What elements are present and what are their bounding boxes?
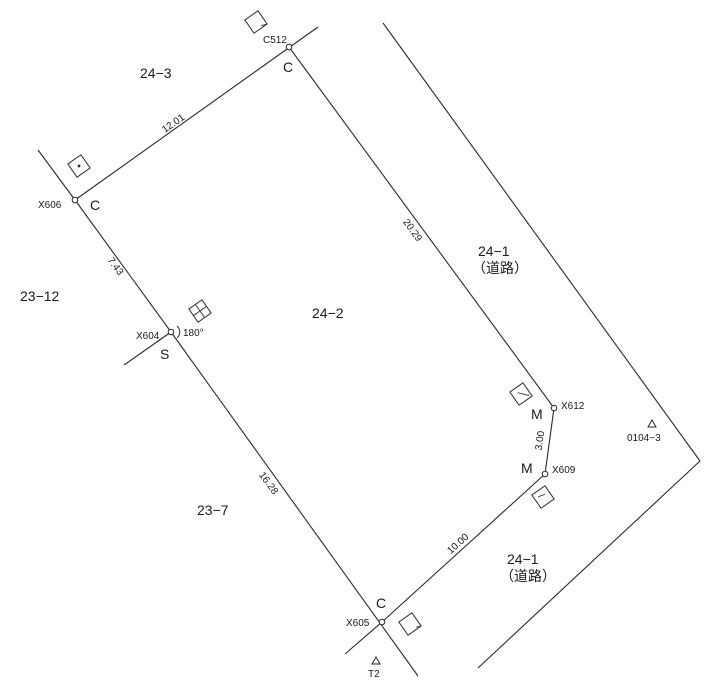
marker-symbol-left	[67, 154, 91, 178]
benchmark-0104-triangle-icon	[647, 418, 657, 428]
marker-symbol-top	[244, 10, 268, 34]
point-label-c512: C512	[263, 35, 287, 46]
parcel-24-1-lower: 24−1	[507, 551, 539, 567]
point-label-x605: X605	[346, 618, 370, 629]
marker-symbol-x609	[531, 485, 555, 509]
parcel-24-3: 24−3	[140, 65, 172, 81]
boundary-s-branch	[123, 331, 172, 366]
point-x606	[71, 196, 79, 204]
angle-arc-x604	[176, 325, 181, 339]
point-c512	[285, 43, 293, 51]
point-label-x606: X606	[38, 200, 62, 211]
dimension-left-lower: 16.28	[256, 470, 280, 497]
dimension-right-edge: 20.29	[400, 217, 424, 244]
road-boundary-lower	[477, 460, 701, 669]
point-label-x609: X609	[552, 465, 576, 476]
parcel-24-1-upper: 24−1	[478, 243, 510, 259]
marker-symbol-bottom	[398, 612, 422, 636]
angle-label-x604: 180°	[183, 328, 204, 339]
boundary-c512-x606	[74, 26, 319, 201]
boundary-x612-x609	[544, 407, 555, 475]
point-x604	[167, 328, 175, 336]
parcel-23-12: 23−12	[20, 288, 60, 304]
benchmark-t2-triangle-icon	[371, 655, 381, 665]
road-boundary-upper	[382, 22, 701, 462]
boundary-x606-x604	[74, 199, 172, 333]
road-label-lower: （道路）	[500, 568, 556, 584]
marker-s-left: S	[160, 346, 169, 362]
point-x605	[378, 618, 386, 626]
marker-c-bottom: C	[376, 595, 386, 611]
dimension-left-upper: 7.43	[105, 255, 126, 278]
benchmark-label-t2: T2	[368, 669, 380, 680]
dimension-short-right: 3.00	[534, 430, 548, 451]
marker-c-top: C	[283, 59, 293, 75]
marker-symbol-x612	[509, 382, 533, 406]
boundary-left-extension	[37, 149, 76, 201]
dimension-top-edge: 12.01	[160, 112, 187, 136]
point-label-x604: X604	[136, 331, 160, 342]
marker-m-lower: M	[521, 460, 533, 476]
road-label-upper: （道路）	[472, 260, 528, 276]
boundary-x604-x605	[170, 331, 419, 677]
marker-c-left: C	[90, 197, 100, 213]
point-label-x612: X612	[561, 401, 585, 412]
boundary-c512-x612	[288, 46, 555, 409]
parcel-23-7: 23−7	[197, 502, 229, 518]
boundary-x605-extension	[344, 621, 383, 655]
boundary-x609-x605	[381, 473, 546, 623]
marker-symbol-cross	[188, 299, 212, 323]
point-x609	[541, 470, 549, 478]
point-x612	[550, 404, 558, 412]
parcel-24-2: 24−2	[312, 305, 344, 321]
benchmark-label-0104: 0104−3	[627, 433, 661, 444]
marker-m-upper: M	[531, 406, 543, 422]
